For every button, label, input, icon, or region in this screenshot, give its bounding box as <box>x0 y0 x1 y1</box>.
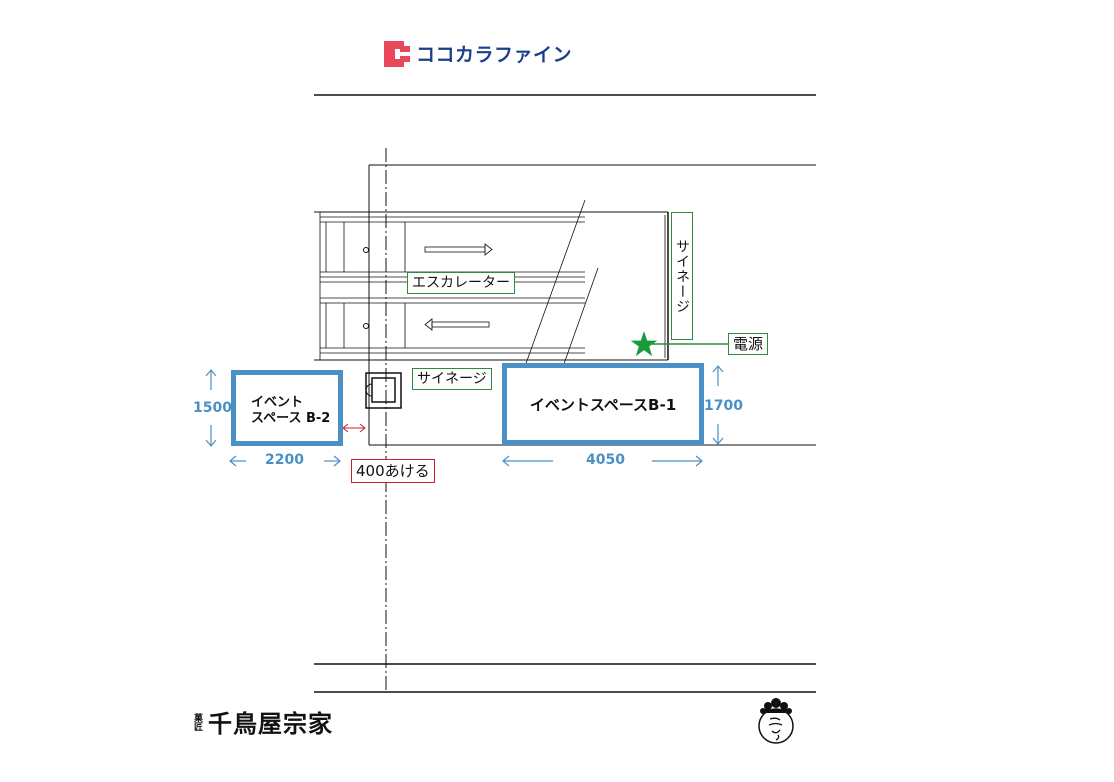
power-label: 電源 <box>728 333 769 355</box>
chidoriya-name: 千鳥屋宗家 <box>208 709 333 738</box>
brand-logo: ココカラファイン <box>384 40 572 67</box>
escalator-label: エスカレーター <box>407 272 515 294</box>
event-space-b2-name-line2: スペース B-2 <box>251 411 331 426</box>
event-space-b1: イベントスペースB-1 <box>502 363 704 445</box>
power-star-icon <box>630 331 658 357</box>
signage-vertical-label: サイネージ <box>671 212 693 340</box>
b1-width-dim: 4050 <box>586 452 625 468</box>
chidoriya-small-text: 菓匠 <box>192 712 202 731</box>
event-space-b2: イベント スペース B-2 <box>231 370 343 446</box>
b1-depth-dim: 1700 <box>704 398 743 414</box>
b2-depth-dim: 1500 <box>193 400 232 416</box>
event-space-b1-name: イベントスペースB-1 <box>529 395 677 414</box>
event-space-b2-name-line1: イベント <box>251 395 304 410</box>
chidoriya-logo: 菓匠 千鳥屋宗家 <box>192 704 333 739</box>
matsuri-emblem-icon <box>758 698 794 744</box>
brand-name: ココカラファイン <box>416 44 573 66</box>
cross-logo-icon <box>384 40 410 67</box>
signage-label: サイネージ <box>412 368 492 390</box>
gap-label: 400あける <box>351 459 435 483</box>
b2-width-dim: 2200 <box>265 452 304 468</box>
